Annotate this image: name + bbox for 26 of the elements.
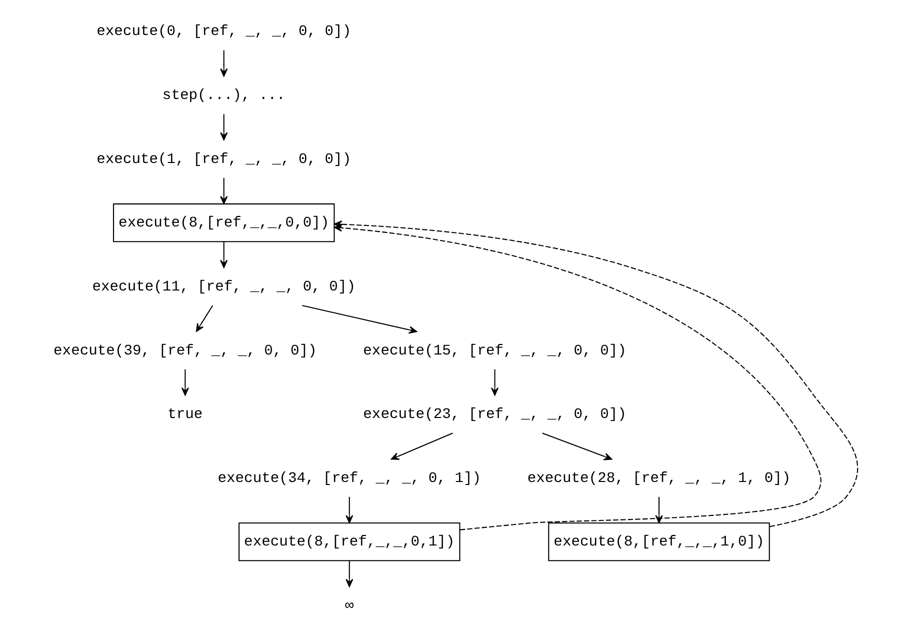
node-text: execute(23, [ref, _, _, 0, 0]) [362,407,626,424]
arrow [345,560,353,588]
node-text: ∞ [344,598,354,615]
node-text: execute(1, [ref, _, _, 0, 0]) [96,152,351,168]
arrow [180,369,188,396]
arrow [345,496,353,524]
arrow [542,432,612,460]
node-box: execute(8,[ref,_,_,0,1]) [238,522,460,562]
node-text: execute(28, [ref, _, _, 1, 0]) [526,470,790,487]
arrow [220,242,228,268]
node-text: true [167,407,202,424]
arrow [490,369,498,396]
node-text: execute(39, [ref, _, _, 0, 0]) [53,343,316,360]
arrow [220,50,228,77]
node-text: execute(34, [ref, _, _, 0, 1]) [217,470,481,487]
node-box: execute(8,[ref,_,_,1,0]) [548,522,770,562]
arrow [195,305,213,332]
node-text: step(...), ... [162,88,285,104]
arrow [302,305,417,334]
node-text: execute(11, [ref, _, _, 0, 0]) [92,279,356,296]
arrow [390,432,452,460]
node-box: execute(8,[ref,_,_,0,0]) [112,203,334,242]
node-text: execute(15, [ref, _, _, 0, 0]) [362,343,626,360]
arrow [220,114,228,140]
arrow [220,178,228,204]
node-text: execute(0, [ref, _, _, 0, 0]) [96,24,351,40]
